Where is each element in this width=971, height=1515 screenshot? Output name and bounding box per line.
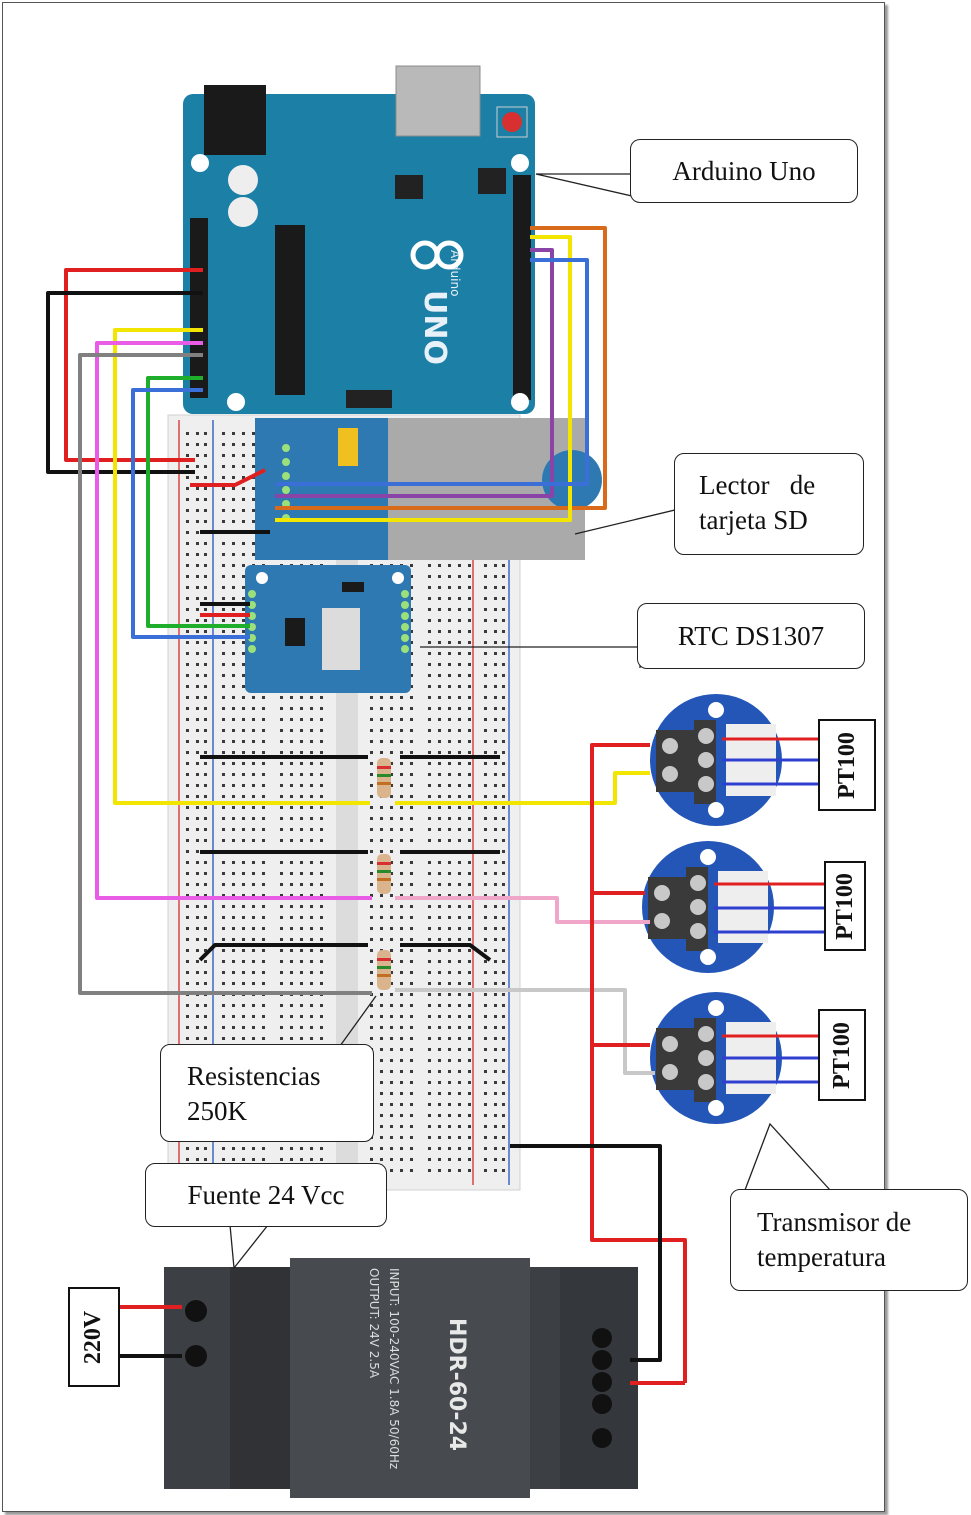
wire-red-5v <box>64 268 203 462</box>
power-supply-unit: HDR-60-24 INPUT: 100-240VAC 1.8A 50/60Hz… <box>164 1258 638 1498</box>
callout-power-supply: Fuente 24 Vcc <box>145 1163 387 1227</box>
wire-red-24v <box>590 743 687 1383</box>
callout-transmitter-line1: Transmisor de <box>757 1207 912 1237</box>
wire-pink-signal <box>395 896 650 924</box>
callout-resistors-line2: 250K <box>187 1096 247 1126</box>
wire-red-to-sd <box>190 468 266 487</box>
wire-yellow-a0 <box>113 328 370 805</box>
wire-black-rail-3 <box>198 943 492 962</box>
rtc-ds1307-module <box>245 565 411 693</box>
callout-power-supply-text: Fuente 24 Vcc <box>187 1179 345 1210</box>
wire-lightgray-signal <box>395 988 655 1075</box>
callout-transmitter-line2: temperatura <box>757 1242 886 1272</box>
mains-220v-text: 220V <box>80 1310 107 1364</box>
callout-rtc-text: RTC DS1307 <box>677 620 825 651</box>
pt100-label-1-text: PT100 <box>833 731 860 799</box>
pt100-label-2-text: PT100 <box>831 872 858 940</box>
sd-card-reader-module <box>255 418 602 560</box>
callout-sd-reader-line2: tarjeta SD <box>699 505 808 535</box>
pt100-label-1: PT100 <box>818 719 876 811</box>
arduino-brand-text: UNO <box>417 290 452 365</box>
psu-input-text: INPUT: 100-240VAC 1.8A 50/60Hz <box>387 1268 401 1469</box>
wire-purple-d11 <box>275 248 554 498</box>
callout-resistors-line1: Resistencias <box>187 1061 321 1091</box>
callout-resistors: Resistencias 250K <box>160 1044 374 1142</box>
wires <box>46 226 824 1385</box>
psu-model-text: HDR-60-24 <box>444 1318 469 1451</box>
rtc-pins <box>248 590 409 653</box>
wire-black-24v <box>510 1144 662 1362</box>
wire-pt100-3-b <box>722 1056 818 1084</box>
wire-blue-d10 <box>275 258 589 486</box>
wire-gray-a2 <box>78 353 372 995</box>
callout-sd-reader: Lector de tarjeta SD <box>674 453 864 555</box>
resistors <box>377 758 391 990</box>
wire-blue-scl <box>131 388 250 639</box>
wire-magenta-a1 <box>95 341 372 900</box>
callout-transmitter: Transmisor de temperatura <box>730 1189 968 1291</box>
pt100-label-3: PT100 <box>818 1009 866 1101</box>
wire-pt100-2-b <box>714 906 824 934</box>
wire-yellow-d12 <box>275 235 572 522</box>
wire-pt100-1-b <box>722 758 818 786</box>
wire-yellow-signal <box>395 771 650 805</box>
wire-black-gnd <box>46 291 203 474</box>
psu-output-text: OUTPUT: 24V 2.5A <box>367 1268 381 1379</box>
pt100-label-2: PT100 <box>824 861 866 951</box>
wire-green-sda <box>146 376 250 628</box>
arduino-uno-board: UNO Arduino <box>183 65 535 414</box>
callout-rtc: RTC DS1307 <box>637 603 865 669</box>
wire-orange-d13 <box>275 226 607 510</box>
mains-220v-label: 220V <box>68 1287 120 1387</box>
callout-sd-reader-line1: Lector de <box>699 470 816 500</box>
pt100-label-3-text: PT100 <box>828 1021 855 1089</box>
callout-arduino-uno-text: Arduino Uno <box>672 155 816 186</box>
callout-arduino-uno: Arduino Uno <box>630 139 858 203</box>
